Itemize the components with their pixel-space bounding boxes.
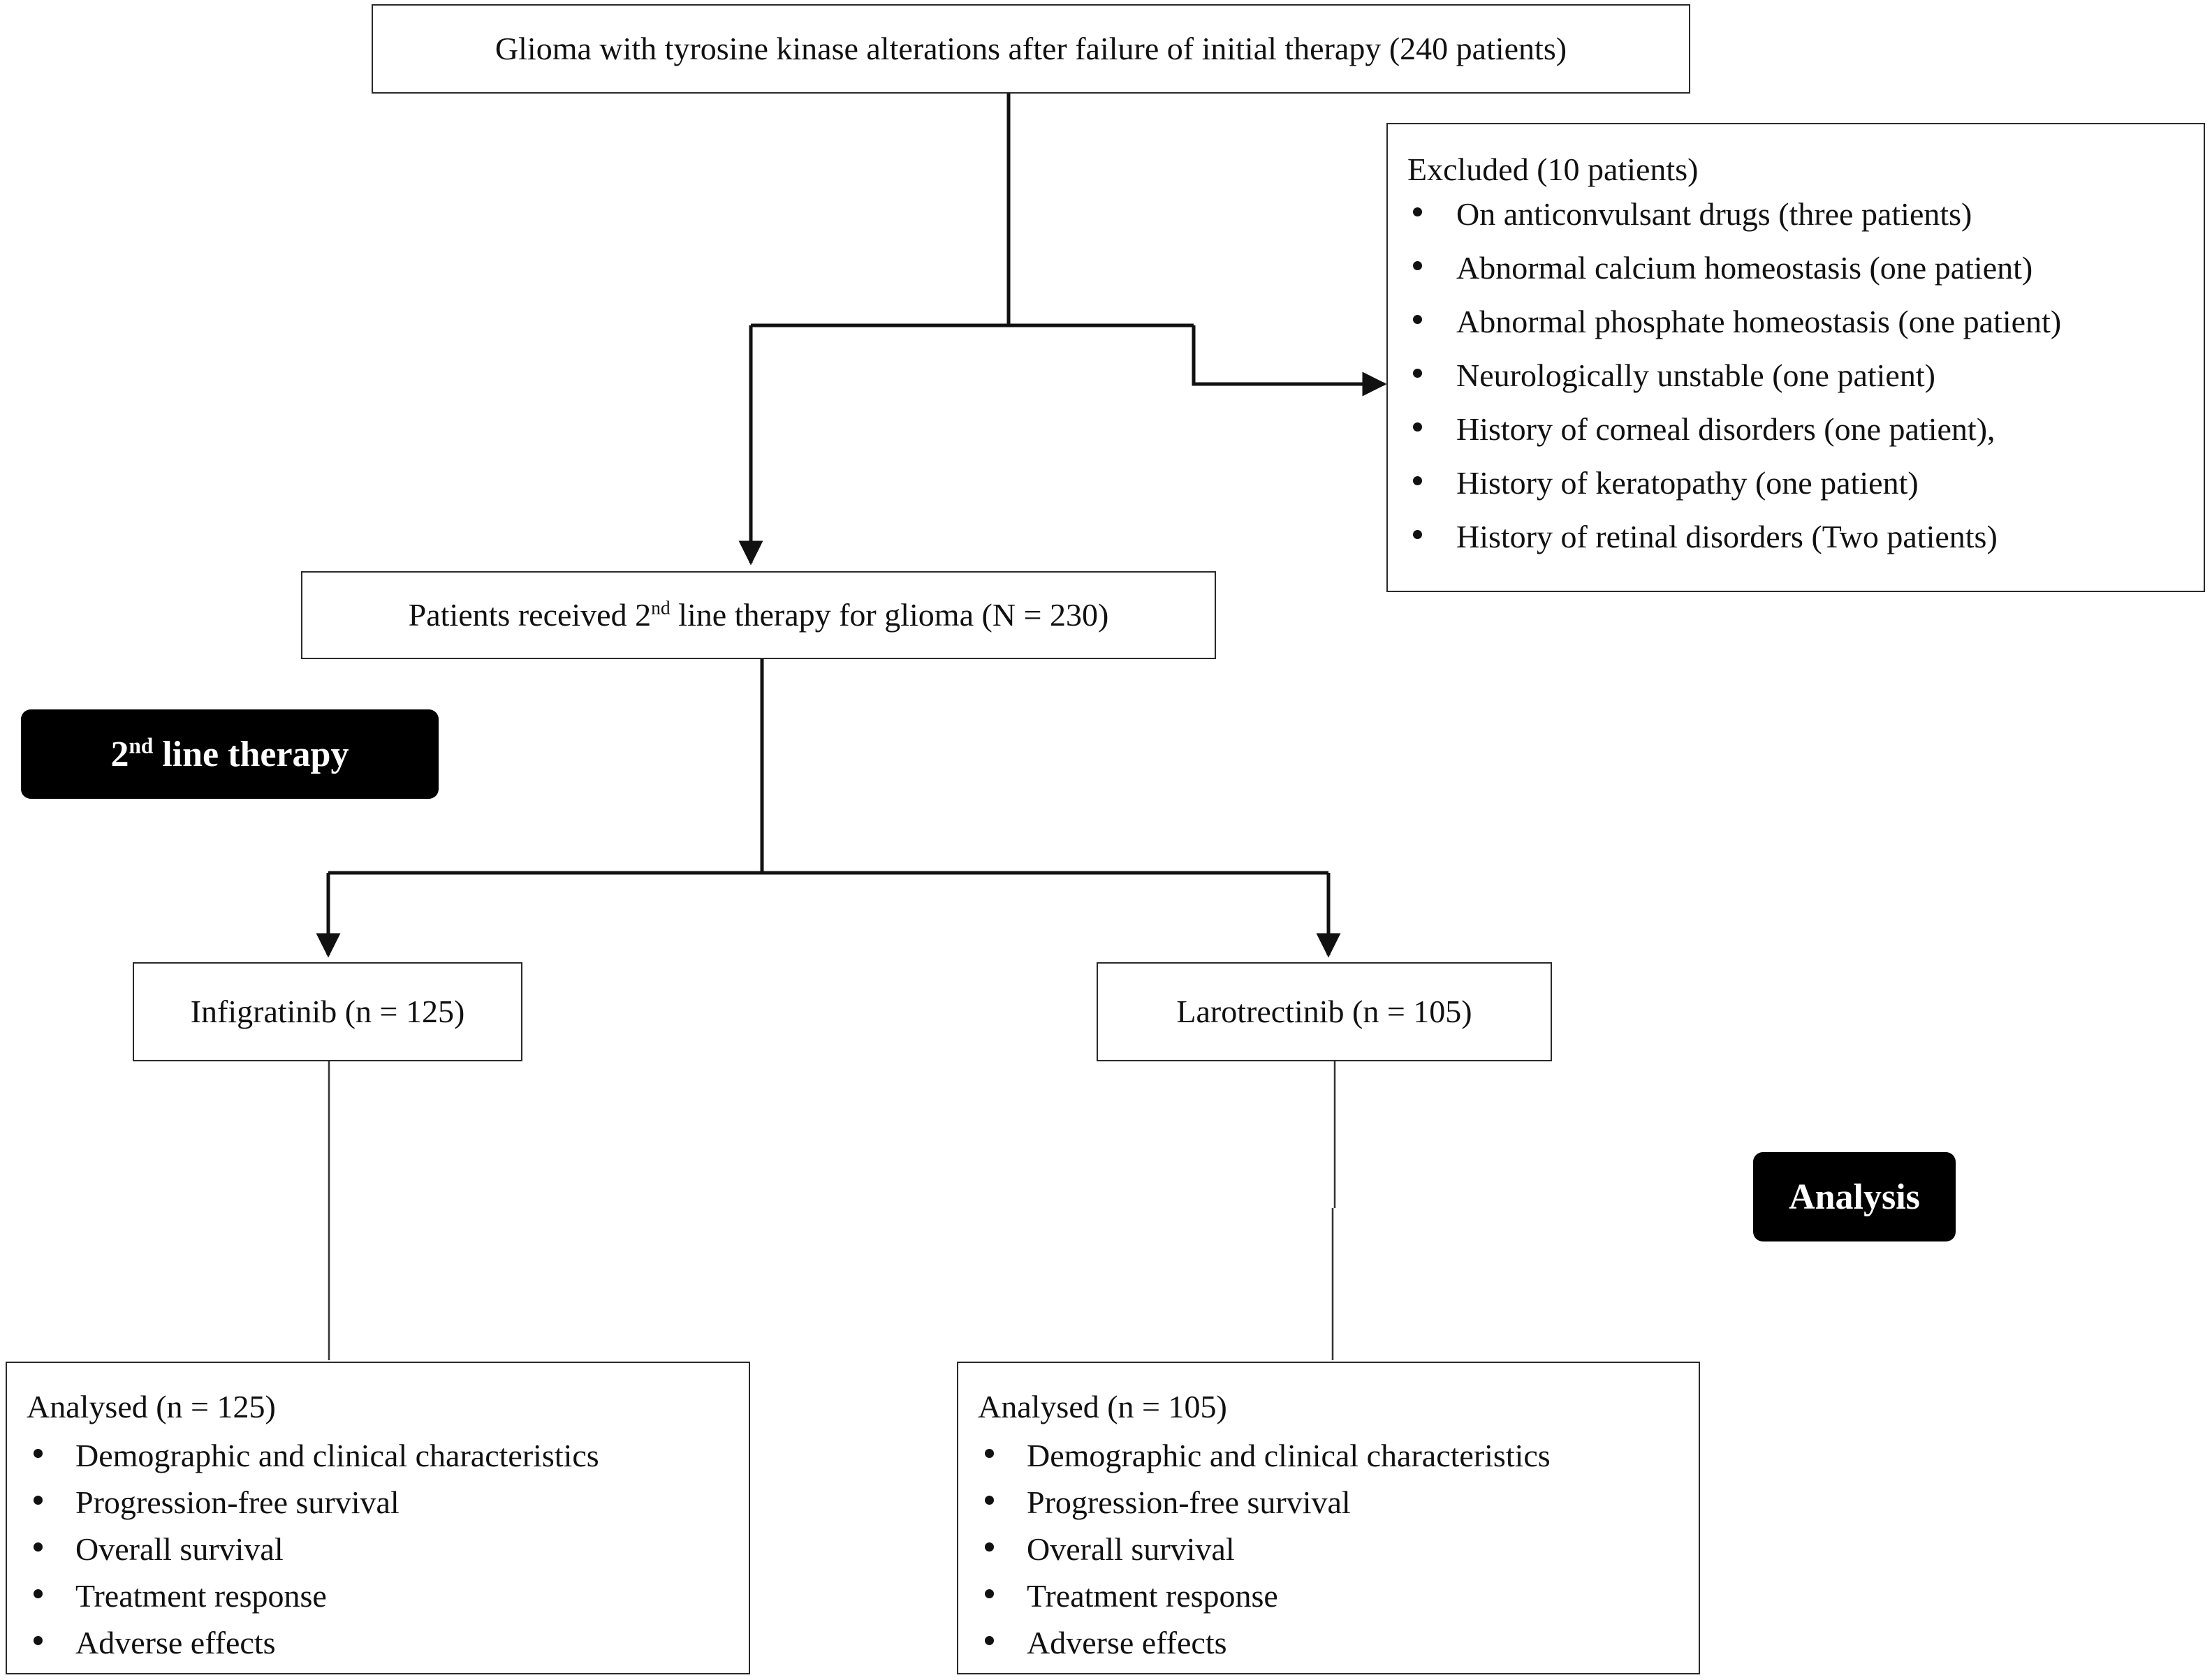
list-item: Treatment response	[7, 1577, 749, 1624]
arrow-to-infigratinib-box	[328, 871, 1328, 955]
bullet-icon	[1413, 207, 1422, 216]
list-item: Progression-free survival	[958, 1484, 1699, 1531]
infigratinib-arm-label: Infigratinib (n = 125)	[190, 994, 465, 1029]
bullet-icon	[985, 1636, 994, 1645]
list-item: Abnormal phosphate homeostasis (one pati…	[1388, 303, 2204, 357]
second-line-box: Patients received 2nd line therapy for g…	[301, 571, 1216, 659]
excluded-title: Excluded (10 patients)	[1407, 152, 1699, 187]
larotrectinib-arm-box: Larotrectinib (n = 105)	[1097, 962, 1552, 1061]
larotrectinib-arm-label: Larotrectinib (n = 105)	[1176, 994, 1472, 1029]
list-item: On anticonvulsant drugs (three patients)	[1388, 196, 2204, 249]
analysis-title-larotrectinib: Analysed (n = 105)	[978, 1389, 1227, 1424]
bullet-icon	[34, 1449, 43, 1458]
list-item: Adverse effects	[958, 1624, 1699, 1671]
excluded-list: On anticonvulsant drugs (three patients)…	[1388, 196, 2204, 572]
connector-larotrectinib-to-analysis	[1331, 1060, 1336, 1360]
bullet-icon	[34, 1589, 43, 1598]
bullet-icon	[1413, 261, 1422, 270]
analysis-box-infigratinib: Analysed (n = 125) Demographic and clini…	[6, 1362, 750, 1674]
bullet-icon	[985, 1496, 994, 1505]
list-item: History of retinal disorders (Two patien…	[1388, 518, 2204, 572]
bullet-icon	[1413, 422, 1422, 432]
list-item: Abnormal calcium homeostasis (one patien…	[1388, 249, 2204, 303]
second-line-stage-label: 2nd line therapy	[21, 709, 439, 799]
analysis-title-infigratinib: Analysed (n = 125)	[27, 1389, 276, 1424]
bullet-icon	[34, 1636, 43, 1645]
list-item: Demographic and clinical characteristics	[7, 1437, 749, 1484]
list-item: Progression-free survival	[7, 1484, 749, 1531]
initial-cohort-box: Glioma with tyrosine kinase alterations …	[372, 4, 1690, 94]
excluded-box: Excluded (10 patients) On anticonvulsant…	[1386, 123, 2205, 592]
initial-cohort-text: Glioma with tyrosine kinase alterations …	[495, 31, 1567, 66]
arrow-to-excluded-box	[1192, 325, 1387, 397]
bullet-icon	[34, 1542, 43, 1552]
analysis-list-larotrectinib: Demographic and clinical characteristics…	[958, 1437, 1699, 1671]
bullet-icon	[985, 1542, 994, 1552]
list-item: Overall survival	[7, 1531, 749, 1577]
bullet-icon	[1413, 369, 1422, 378]
bullet-icon	[1413, 530, 1422, 539]
bullet-icon	[1413, 315, 1422, 324]
analysis-stage-label: Analysis	[1753, 1152, 1956, 1241]
list-item: Demographic and clinical characteristics	[958, 1437, 1699, 1484]
bullet-icon	[985, 1449, 994, 1458]
list-item: Adverse effects	[7, 1624, 749, 1671]
bullet-icon	[985, 1589, 994, 1598]
list-item: Neurologically unstable (one patient)	[1388, 357, 2204, 411]
bullet-icon	[34, 1496, 43, 1505]
infigratinib-arm-box: Infigratinib (n = 125)	[133, 962, 522, 1061]
list-item: Overall survival	[958, 1531, 1699, 1577]
analysis-box-larotrectinib: Analysed (n = 105) Demographic and clini…	[957, 1362, 1700, 1674]
second-line-text: Patients received 2nd line therapy for g…	[408, 596, 1109, 633]
bullet-icon	[1413, 476, 1422, 485]
list-item: Treatment response	[958, 1577, 1699, 1624]
arrow-to-second-line-box	[751, 323, 1194, 563]
list-item: History of corneal disorders (one patien…	[1388, 411, 2204, 464]
list-item: History of keratopathy (one patient)	[1388, 464, 2204, 518]
analysis-list-infigratinib: Demographic and clinical characteristics…	[7, 1437, 749, 1671]
